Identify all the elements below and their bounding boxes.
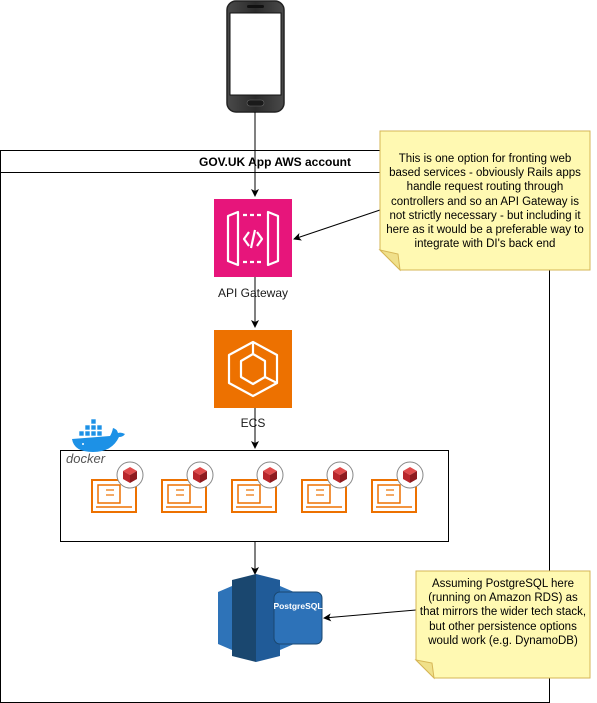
- container-icons: [91, 461, 424, 513]
- note-database-shape: [414, 570, 591, 680]
- note-api-gateway-shape: [378, 130, 591, 272]
- rds-icon: PostgreSQL: [218, 574, 323, 662]
- ecs-icon: [214, 330, 292, 408]
- container-icon: [231, 461, 284, 513]
- api-gateway-icon: [214, 199, 292, 277]
- ecs-label: ECS: [241, 416, 266, 430]
- container-icon: [301, 461, 354, 513]
- postgresql-label: PostgreSQL: [273, 601, 322, 611]
- note-db-arrow: [323, 609, 417, 622]
- container-icon: [91, 461, 144, 513]
- docker-label: docker: [66, 451, 106, 466]
- docker-container-box: [60, 450, 449, 542]
- container-icon: [161, 461, 214, 513]
- smartphone-icon: [226, 0, 285, 113]
- container-icon: [371, 461, 424, 513]
- api-gateway-label: API Gateway: [218, 286, 288, 300]
- account-title: GOV.UK App AWS account: [199, 155, 351, 169]
- docker-whale-icon: [72, 418, 125, 452]
- note-api-arrow: [293, 209, 381, 241]
- note-database: Assuming PostgreSQL here (running on Ama…: [419, 578, 587, 647]
- note-api-gateway: This is one option for fronting web base…: [386, 153, 584, 251]
